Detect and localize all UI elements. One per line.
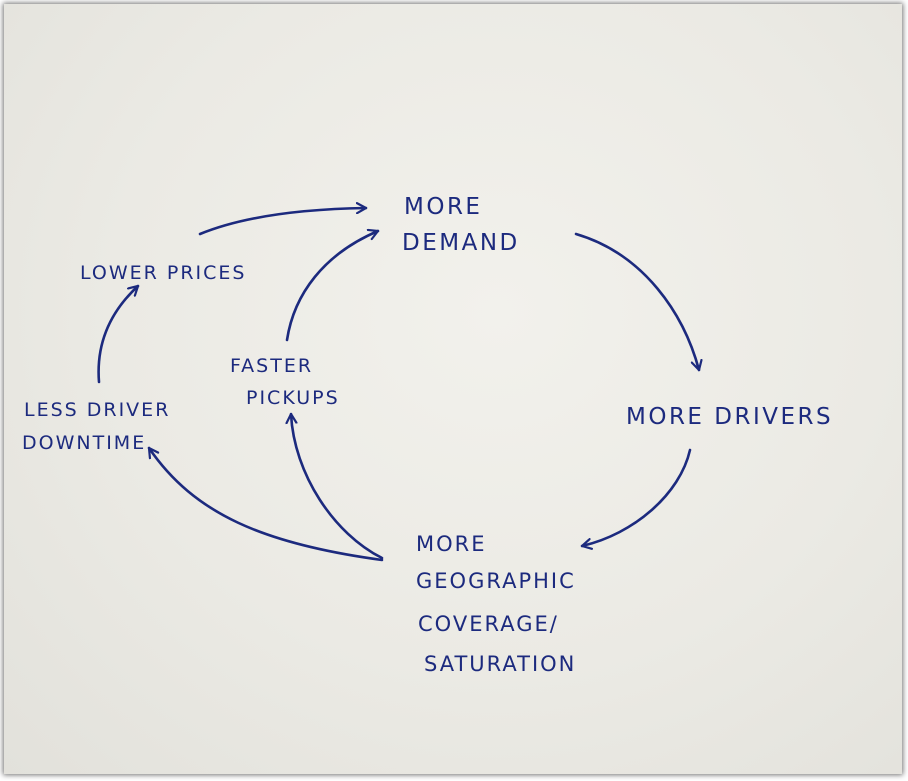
arrow-lower-prices-to-demand (198, 208, 368, 236)
arrow-coverage-to-less-downtime (147, 446, 384, 562)
arrow-drivers-to-coverage (580, 448, 692, 546)
node-faster-pickups: FASTER PICKUPS (230, 355, 340, 409)
flywheel-diagram: MORE DEMAND MORE DRIVERS MORE GEOGRAPHIC… (22, 194, 833, 676)
arrow-less-downtime-to-lower-prices (97, 284, 140, 384)
arrow-demand-to-drivers (574, 232, 699, 372)
node-more-drivers: MORE DRIVERS (626, 404, 833, 430)
node-more-demand: MORE DEMAND (402, 194, 520, 256)
node-less-driver-downtime: LESS DRIVER DOWNTIME (22, 399, 178, 454)
node-more-geographic-coverage: MORE GEOGRAPHIC COVERAGE/ SATURATION (416, 532, 584, 676)
arrow-faster-pickups-to-demand (285, 231, 380, 342)
paper-sheet: MORE DEMAND MORE DRIVERS MORE GEOGRAPHIC… (4, 4, 902, 774)
node-lower-prices: LOWER PRICES (80, 262, 247, 284)
arrow-coverage-to-faster-pickups (291, 412, 384, 560)
